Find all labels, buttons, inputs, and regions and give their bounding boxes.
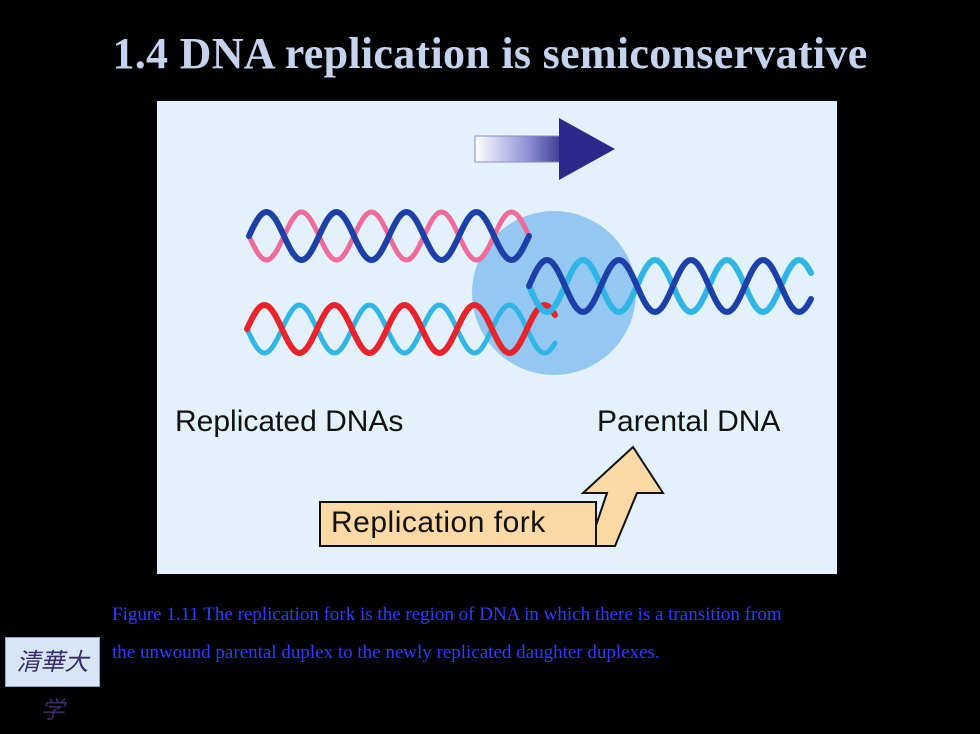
dna-diagram bbox=[244, 118, 814, 547]
parental-helix bbox=[526, 256, 814, 316]
caption-line-1: Figure 1.11 The replication fork is the … bbox=[112, 604, 782, 625]
replication-fork-figure: Replicated DNAs Parental DNA Replication… bbox=[157, 101, 837, 574]
logo-text: 清華大学 bbox=[16, 648, 89, 724]
lower-daughter-helix bbox=[244, 301, 558, 357]
university-logo: 清華大学 bbox=[5, 637, 100, 724]
lower-parental-strand bbox=[244, 302, 558, 356]
upper-parental-strand bbox=[246, 208, 532, 264]
parental-dna-label: Parental DNA bbox=[597, 405, 781, 438]
direction-arrow-icon bbox=[474, 118, 615, 180]
replicated-dnas-label: Replicated DNAs bbox=[175, 405, 404, 438]
parental-dark-strand bbox=[526, 256, 814, 316]
slide-title: 1.4 DNA replication is semiconservative bbox=[112, 29, 868, 78]
lower-new-strand bbox=[244, 301, 558, 357]
parental-light-strand bbox=[526, 256, 814, 316]
fork-bubble bbox=[472, 211, 636, 375]
fork-pointer-arrow bbox=[580, 445, 665, 547]
upper-daughter-helix bbox=[246, 208, 532, 264]
caption-line-2: the unwound parental duplex to the newly… bbox=[112, 642, 660, 663]
figure-caption: Figure 1.11 The replication fork is the … bbox=[112, 596, 962, 672]
replication-fork-label: Replication fork bbox=[319, 501, 597, 547]
